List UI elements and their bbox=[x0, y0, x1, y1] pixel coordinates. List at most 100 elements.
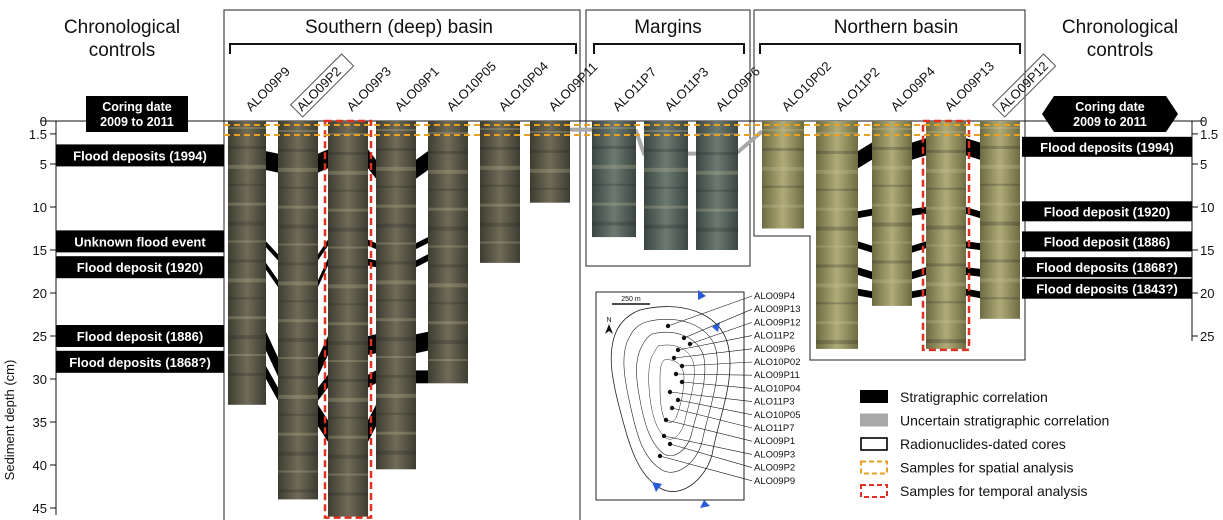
correlation-band bbox=[266, 262, 278, 287]
core-band bbox=[328, 435, 368, 439]
map-core-dot bbox=[663, 417, 669, 423]
core-band bbox=[328, 303, 368, 306]
core-band bbox=[328, 360, 368, 363]
correlation-band bbox=[416, 331, 428, 354]
core-band bbox=[228, 372, 266, 376]
core-band bbox=[926, 168, 966, 173]
core-band bbox=[872, 184, 912, 187]
map-leader-line bbox=[669, 443, 753, 468]
core-band bbox=[872, 203, 912, 207]
southern-bracket bbox=[229, 43, 577, 54]
flood-label-right-box bbox=[1022, 278, 1192, 299]
core-band bbox=[376, 147, 416, 151]
core-band bbox=[980, 278, 1020, 283]
core-band bbox=[376, 204, 416, 208]
map-core-label: ALO11P2 bbox=[754, 331, 795, 342]
core-band bbox=[644, 224, 688, 229]
map-core-label: ALO09P3 bbox=[754, 449, 795, 460]
map-core-label: ALO09P11 bbox=[754, 370, 800, 381]
legend-swatch bbox=[860, 437, 888, 451]
core-label-ALO09P12: ALO09P12 bbox=[996, 59, 1052, 115]
core-band bbox=[480, 241, 520, 244]
map-core-label: ALO09P12 bbox=[754, 317, 800, 328]
legend-swatch bbox=[860, 460, 888, 475]
core-band bbox=[428, 132, 468, 134]
depth-axis-label: Sediment depth (cm) bbox=[2, 360, 17, 481]
core-ALO09P6 bbox=[696, 121, 738, 250]
right-tick-label: 15 bbox=[1200, 243, 1214, 258]
core-band bbox=[428, 207, 468, 211]
map-leader-line bbox=[673, 348, 753, 359]
coring-date-right-box bbox=[1042, 96, 1178, 132]
core-columns bbox=[228, 119, 1020, 519]
core-band bbox=[228, 164, 266, 169]
core-band bbox=[428, 359, 468, 362]
core-band bbox=[980, 221, 1020, 226]
legend-swatch bbox=[860, 413, 888, 427]
southern-basin-title: Southern (deep) basin bbox=[305, 17, 493, 38]
core-band bbox=[926, 339, 966, 344]
core-band bbox=[428, 321, 468, 325]
core-band bbox=[328, 341, 368, 346]
core-band bbox=[762, 204, 804, 208]
right-tick-label: 5 bbox=[1200, 157, 1207, 172]
core-band bbox=[872, 222, 912, 227]
core-band bbox=[278, 130, 318, 132]
coring-date-right-line1: Coring date bbox=[1075, 100, 1144, 114]
core-band bbox=[228, 354, 266, 357]
core-band bbox=[480, 222, 520, 227]
flood-label-left-box bbox=[56, 325, 224, 347]
core-band bbox=[980, 164, 1020, 169]
correlation-band bbox=[266, 151, 278, 173]
map-core-dot bbox=[679, 363, 685, 369]
map-core-dot bbox=[667, 441, 673, 447]
core-band bbox=[926, 225, 966, 230]
map-leader-line bbox=[683, 308, 753, 339]
flood-label-right-box bbox=[1022, 136, 1192, 157]
core-band bbox=[328, 378, 368, 382]
core-band bbox=[228, 127, 266, 129]
core-band bbox=[428, 169, 468, 174]
temporal-sample-frame bbox=[921, 119, 971, 352]
group-brackets bbox=[229, 43, 1021, 54]
core-ALO09P13 bbox=[926, 121, 966, 349]
map-core-dot bbox=[673, 371, 679, 377]
flood-label-right-box bbox=[1022, 231, 1192, 252]
core-band bbox=[376, 280, 416, 285]
map-core-label: ALO09P6 bbox=[754, 344, 795, 355]
core-band bbox=[926, 244, 966, 247]
map-core-labels: ALO09P4ALO09P13ALO09P12ALO11P2ALO09P6ALO… bbox=[657, 291, 800, 487]
flood-labels-right: Flood deposits (1994)Flood deposit (1920… bbox=[1022, 136, 1192, 299]
dated-core-box bbox=[289, 53, 355, 118]
core-band bbox=[816, 207, 858, 211]
core-band bbox=[762, 129, 804, 131]
core-band bbox=[530, 149, 570, 153]
core-ALO09P9 bbox=[228, 121, 266, 405]
core-band bbox=[376, 450, 416, 455]
correlation-band bbox=[912, 138, 926, 160]
correlation-band bbox=[318, 374, 328, 401]
map-core-label: ALO11P3 bbox=[754, 397, 795, 408]
core-band bbox=[644, 205, 688, 209]
legend-swatch bbox=[860, 390, 888, 403]
core-band bbox=[228, 183, 266, 186]
map-core-label: ALO09P13 bbox=[754, 304, 800, 315]
core-band bbox=[592, 164, 636, 169]
core-label-ALO09P6: ALO09P6 bbox=[713, 64, 763, 114]
flood-label-right: Flood deposits (1994) bbox=[1040, 140, 1174, 155]
core-band bbox=[816, 321, 858, 325]
map-frame bbox=[595, 291, 745, 501]
core-band bbox=[278, 338, 318, 343]
right-tick-label: 1.5 bbox=[1200, 127, 1218, 142]
core-band bbox=[428, 226, 468, 231]
core-label-ALO09P11: ALO09P11 bbox=[546, 59, 601, 114]
core-band bbox=[428, 302, 468, 305]
correlation-band bbox=[266, 331, 278, 377]
core-band bbox=[696, 227, 738, 232]
core-band bbox=[328, 170, 368, 175]
core-band bbox=[816, 169, 858, 174]
map-leader-line bbox=[671, 407, 753, 429]
core-band bbox=[228, 145, 266, 149]
map-core-label: ALO11P7 bbox=[754, 423, 795, 434]
